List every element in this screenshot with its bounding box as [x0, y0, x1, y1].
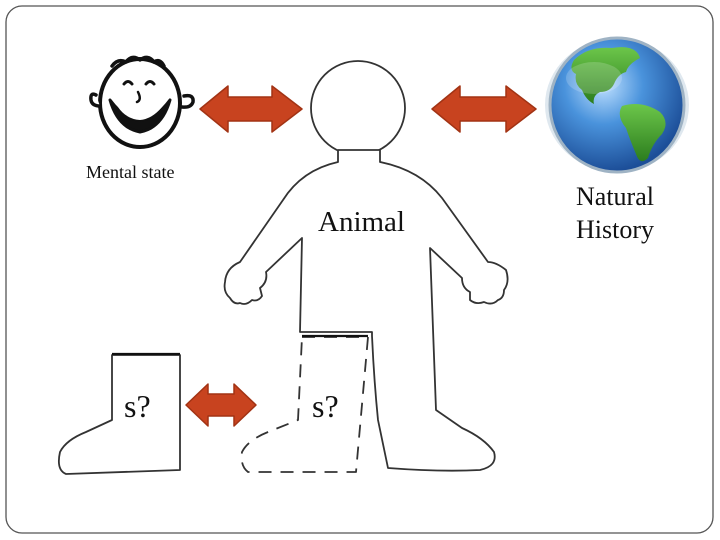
left-boot [57, 354, 181, 475]
natural-history-line-2: History [576, 215, 654, 244]
mental-state-label: Mental state [86, 162, 175, 182]
left-boot-question-label: s? [124, 388, 151, 424]
double-headed-arrow-icon [185, 85, 537, 427]
silhouette-head [310, 60, 406, 156]
north-america-shape [571, 47, 640, 104]
natural-history-label: Natural History [576, 180, 654, 246]
animal-silhouette [223, 60, 509, 472]
animal-label: Animal [318, 206, 405, 238]
smiley-face-icon [89, 55, 195, 149]
silhouette-body [223, 149, 509, 472]
south-america-shape [619, 104, 666, 162]
arrow-face-animal [199, 85, 303, 133]
natural-history-line-1: Natural [576, 182, 654, 211]
arrow-boots [185, 383, 257, 427]
arrow-animal-globe [431, 85, 537, 133]
dashed-boot-question-label: s? [312, 388, 339, 424]
earth-globe-icon [545, 36, 689, 174]
dashed-boot [240, 336, 369, 473]
